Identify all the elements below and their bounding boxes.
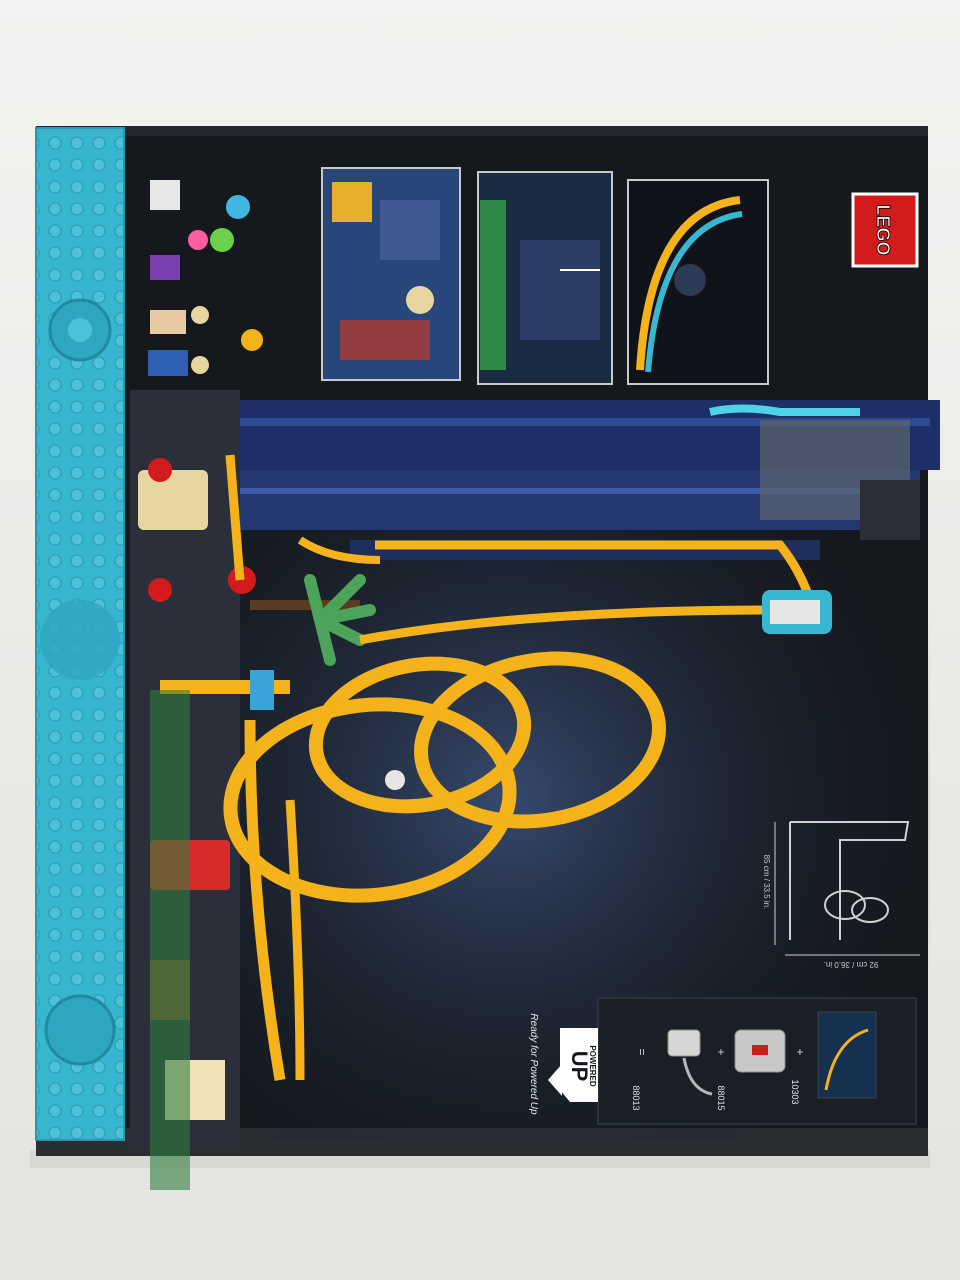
inset-photo-2 [477,171,613,385]
station-structures [130,390,290,1190]
part-number-88013: 88013 [631,1085,641,1110]
box-top-edge [36,126,928,136]
palm-tree [250,574,376,666]
powered-up-badge-main: UP [567,1051,592,1082]
coaster-track [223,454,815,1081]
plus-operator-2: + [714,1048,728,1055]
svg-text:LEGO: LEGO [873,204,893,255]
lego-logo: LEGO [851,192,919,268]
part-number-10303: 10303 [790,1079,800,1104]
plus-operator-1: + [793,1048,807,1055]
part-number-88015: 88015 [716,1085,726,1110]
powered-up-tagline: Ready for Powered Up [528,1013,539,1115]
coaster-cars [385,590,832,790]
height-dimension-label: 85 cm / 33.5 in. [762,855,771,910]
equals-operator: = [635,1048,649,1055]
inset-photo-1 [321,167,461,381]
blue-brick-border [35,127,125,1141]
inset-photo-3 [627,179,769,385]
powered-up-badge-top: POWERED [588,1045,597,1087]
width-dimension-label: 92 cm / 36.0 in. [824,960,879,969]
powered-up-badge [548,1028,598,1102]
powered-up-panel [597,997,917,1125]
minifigures-group [148,180,263,376]
dimension-diagram [774,821,920,956]
launch-tower [230,400,940,560]
